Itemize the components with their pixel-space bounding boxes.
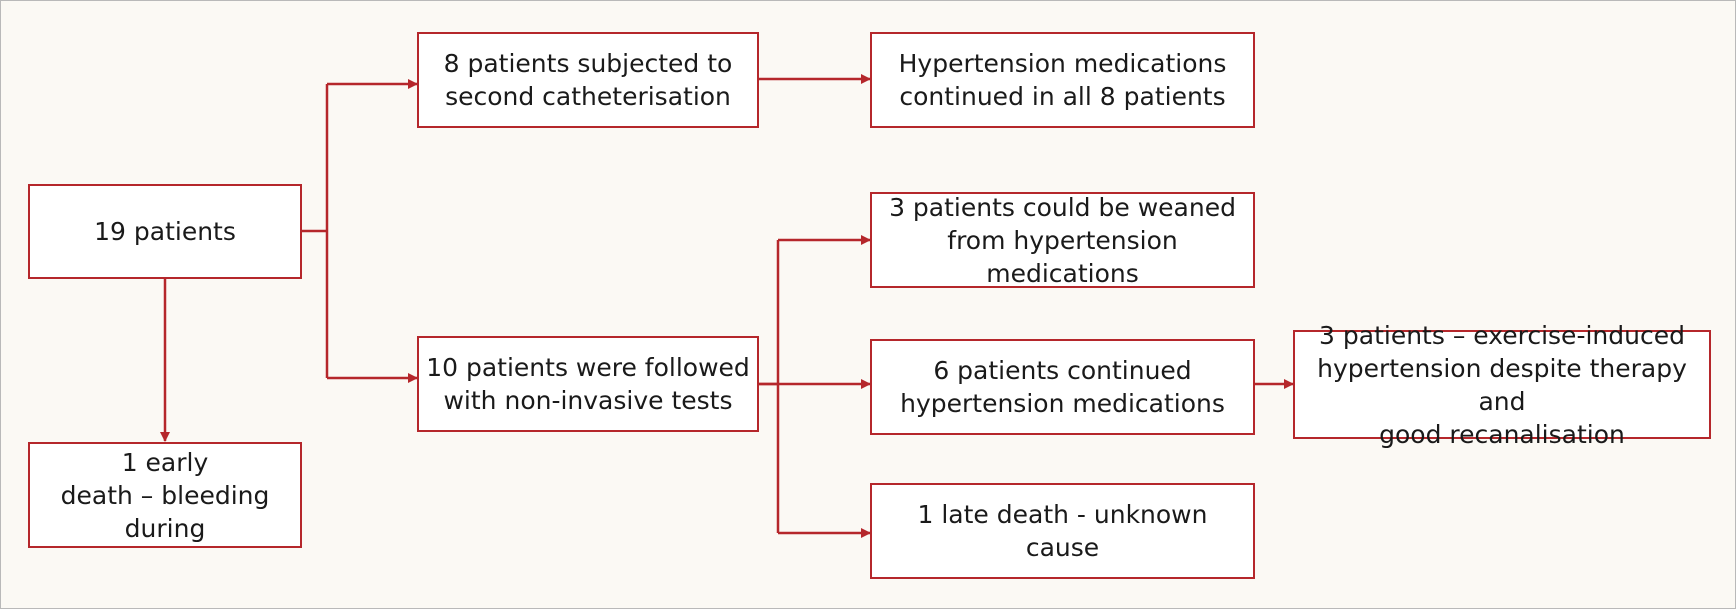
node-second-catheterisation: 8 patients subjected to second catheteri… <box>417 32 759 128</box>
node-weaned: 3 patients could be weaned from hyperten… <box>870 192 1255 288</box>
node-noninvasive-tests: 10 patients were followed with non-invas… <box>417 336 759 432</box>
node-exercise-induced: 3 patients – exercise-induced hypertensi… <box>1293 321 1711 449</box>
node-total-patients: 19 patients <box>28 184 302 279</box>
node-late-death: 1 late death - unknown cause <box>870 483 1255 579</box>
node-continued-all-eight: Hypertension medications continued in al… <box>870 32 1255 128</box>
node-early-death: 1 early death – bleeding during <box>28 442 302 548</box>
node-continued-six: 6 patients continued hypertension medica… <box>870 339 1255 435</box>
